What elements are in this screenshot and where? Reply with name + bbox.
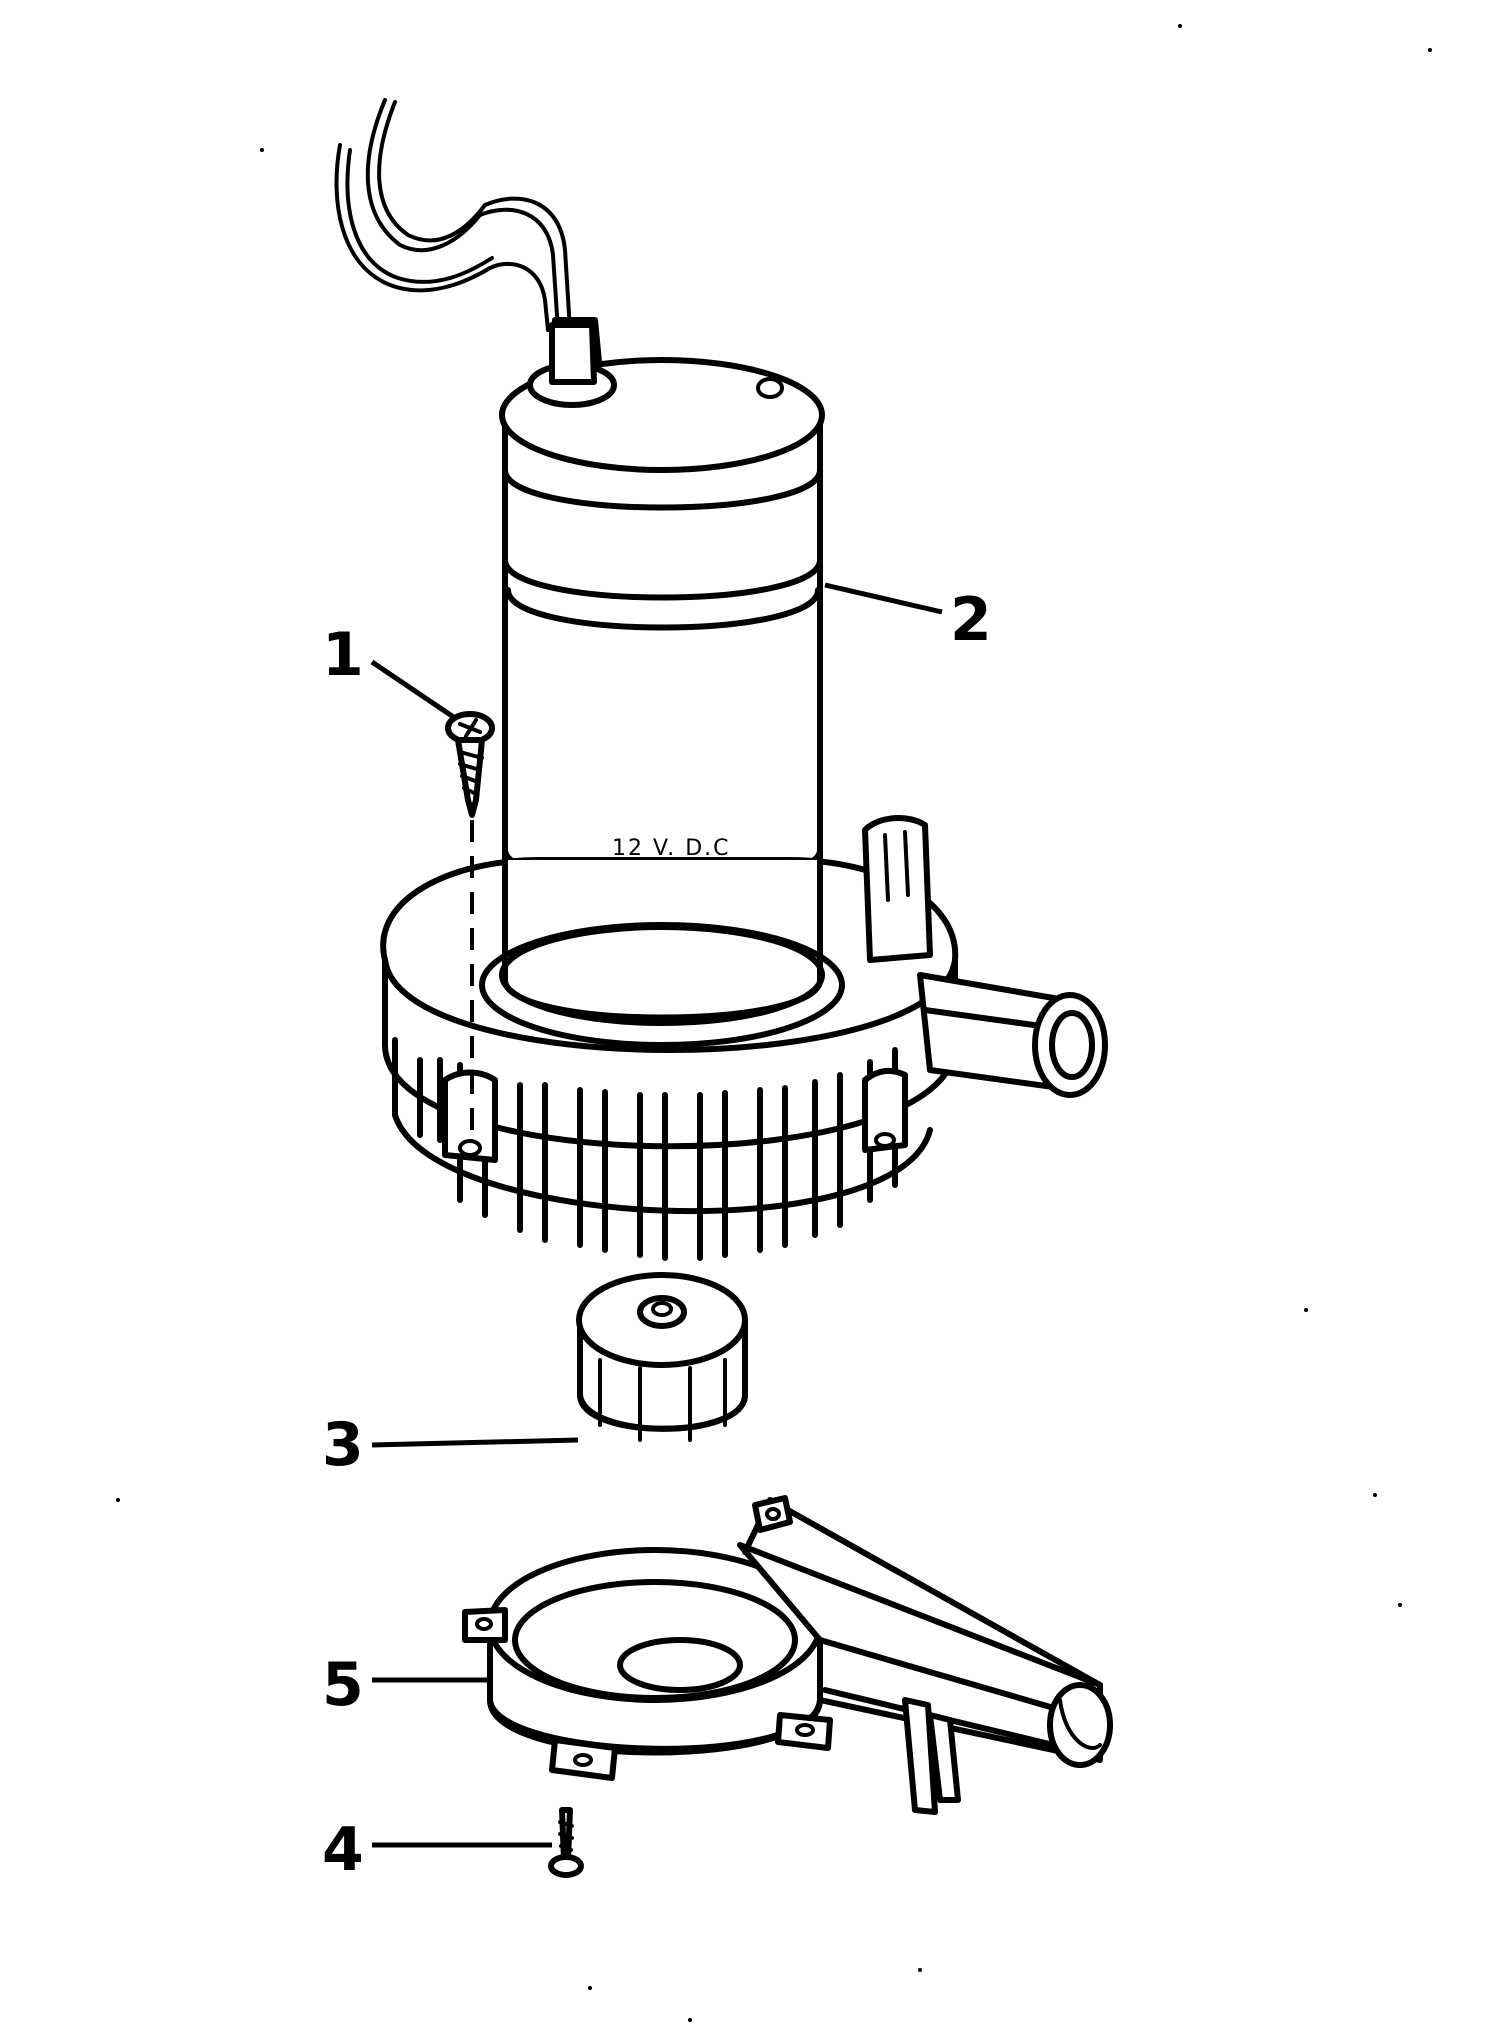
- leader-line-1: [370, 659, 457, 721]
- impeller: [576, 1272, 748, 1442]
- scan-specks: [116, 24, 1432, 2022]
- leader-line-2: [824, 582, 943, 615]
- outlet-nozzle: [917, 972, 1108, 1098]
- strainer-base: [462, 1495, 1113, 1815]
- callout-3: 3: [322, 1410, 364, 1480]
- leader-line-3: [371, 1437, 579, 1448]
- pump-base: [380, 815, 959, 1261]
- callout-4: 4: [322, 1815, 364, 1885]
- voltage-marking: 12 V. D.C: [612, 836, 730, 861]
- small-screw: [548, 1807, 584, 1878]
- mounting-screw: [445, 711, 495, 1140]
- callout-1: 1: [322, 620, 364, 690]
- callout-2: 2: [950, 585, 992, 655]
- callout-5: 5: [322, 1650, 364, 1720]
- pump-motor-assembly: 12 V. D.C: [334, 98, 1108, 1261]
